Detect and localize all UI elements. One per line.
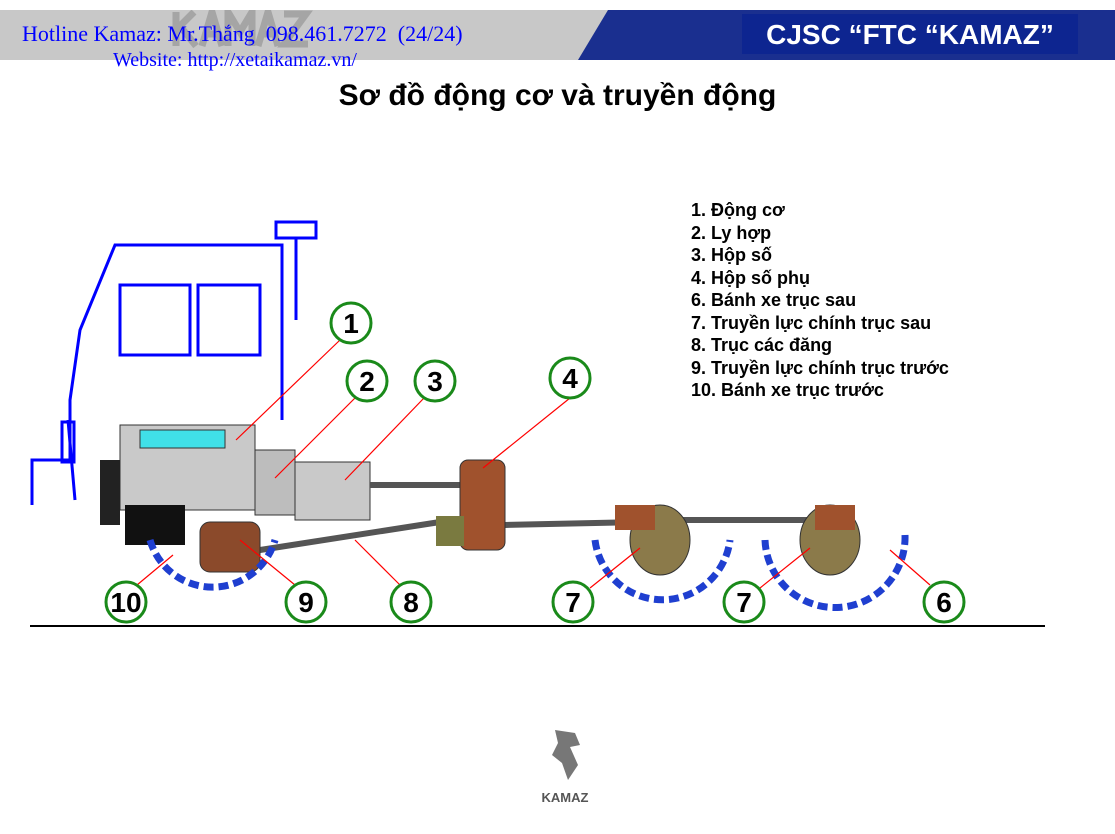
company-name: CJSC “FTC “KAMAZ” (742, 14, 1078, 54)
callout-2: 2 (345, 359, 389, 403)
callout-number: 2 (359, 366, 375, 397)
rear-wheel-1 (591, 539, 734, 604)
callout-8: 8 (389, 580, 433, 624)
transfer-case (459, 459, 506, 551)
engine (100, 424, 256, 545)
front-axle-drive (199, 521, 261, 573)
legend-item: 6. Bánh xe trục sau (691, 290, 857, 310)
callout-number: 7 (736, 587, 752, 618)
callout-number: 9 (298, 587, 314, 618)
legend-item: 4. Hộp số phụ (691, 267, 810, 288)
front-wheel (146, 539, 279, 591)
legend-item: 8. Trục các đăng (691, 335, 833, 355)
legend-item: 10. Bánh xe trục trước (691, 380, 884, 400)
rear-axle-drive-2 (799, 504, 861, 576)
legend-item: 3. Hộp số (691, 245, 773, 265)
leader-lines (136, 339, 931, 589)
rear-axle-drive-1 (615, 504, 691, 576)
kamaz-watermark (172, 10, 313, 49)
logo-text: KAMAZ (541, 790, 589, 805)
callout-number: 1 (343, 308, 359, 339)
callout-number: 6 (936, 587, 952, 618)
callout-10: 10 (104, 580, 148, 624)
callout-6: 6 (922, 580, 966, 624)
clutch (254, 449, 296, 516)
truck-cab (30, 220, 318, 505)
callout-number: 3 (427, 366, 443, 397)
callout-9: 9 (284, 580, 328, 624)
callout-3: 3 (413, 359, 457, 403)
callout-number: 7 (565, 587, 581, 618)
legend: 1. Động cơ 2. Ly hợp 3. Hộp số 4. Hộp số… (691, 199, 949, 402)
callout-number: 10 (110, 587, 141, 618)
page-title: Sơ đồ động cơ và truyền động (338, 79, 777, 112)
legend-item: 9. Truyền lực chính trục trước (691, 357, 949, 378)
gearbox (294, 461, 371, 521)
website-link[interactable]: Website: http://xetaikamaz.vn/ (113, 49, 357, 71)
legend-item: 2. Ly hợp (691, 222, 772, 243)
legend-item: 7. Truyền lực chính trục sau (691, 312, 932, 333)
callout-number: 8 (403, 587, 419, 618)
callout-4: 4 (548, 356, 592, 400)
callout-number: 4 (562, 363, 578, 394)
callout-1: 1 (329, 301, 373, 345)
kamaz-logo: KAMAZ (530, 725, 600, 806)
callout-7: 7 (722, 580, 766, 624)
legend-item: 1. Động cơ (691, 200, 785, 220)
hotline-text: Hotline Kamaz: Mr.Thắng 098.461.7272 (24… (22, 21, 463, 46)
rear-wheel-2 (761, 534, 909, 611)
transfer-output (436, 516, 464, 546)
horse-logo-icon (552, 730, 580, 780)
callout-7: 7 (551, 580, 595, 624)
